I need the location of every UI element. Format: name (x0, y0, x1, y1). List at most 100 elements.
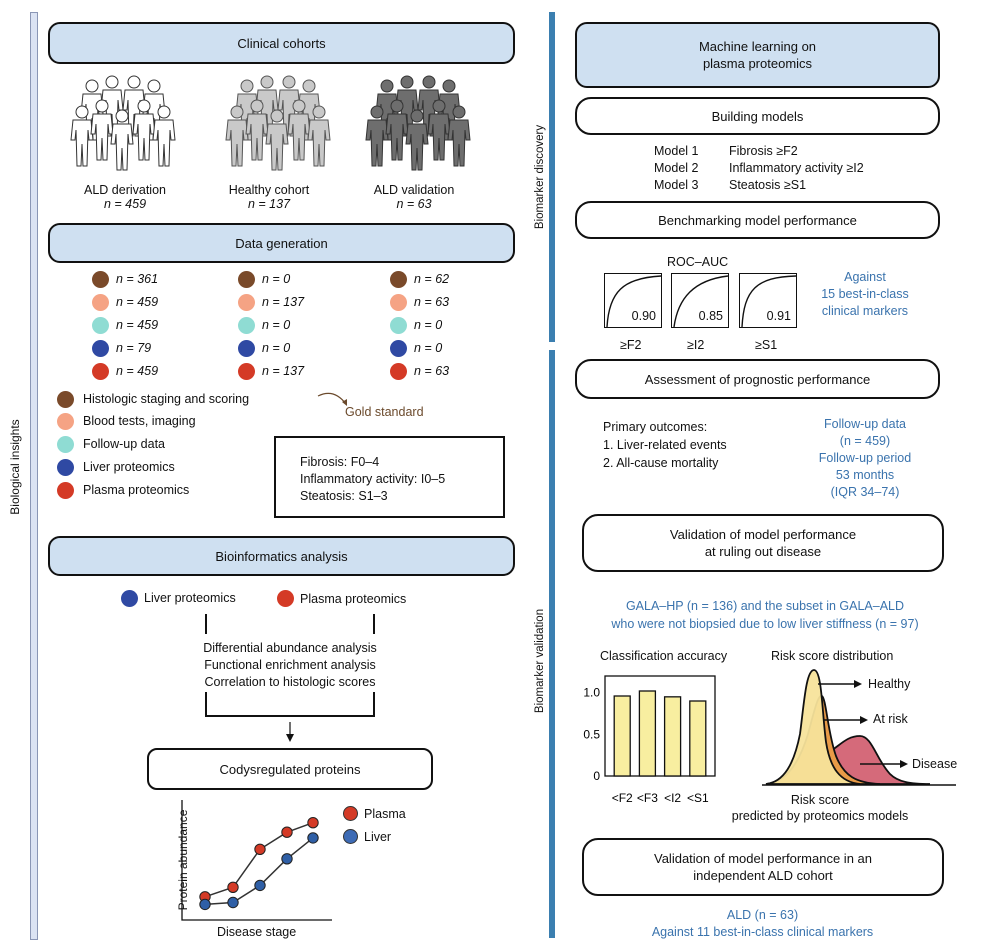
legend-label: Histologic staging and scoring (83, 392, 250, 406)
bioinformatics-header: Bioinformatics analysis (48, 536, 515, 576)
risk-x-label: Risk score predicted by proteomics model… (720, 792, 920, 824)
cohort-n: n = 137 (247, 197, 291, 211)
data-dot (390, 317, 407, 334)
liver-proteomics-dot (121, 590, 138, 607)
accuracy-ytick: 1.0 (583, 686, 600, 700)
data-dot (390, 294, 407, 311)
data-n-value: n = 459 (116, 364, 159, 378)
analysis-list: Differential abundance analysis Function… (180, 640, 400, 691)
plot-y-label: Protein abundance (176, 809, 190, 911)
accuracy-xtick: <I2 (664, 791, 681, 805)
plot-legend-plasma-dot (343, 806, 358, 821)
accuracy-xtick: <S1 (687, 791, 709, 805)
data-dot (92, 317, 109, 334)
independent-cohort-box: Validation of model performance in an in… (582, 838, 944, 896)
data-dot (92, 294, 109, 311)
accuracy-bar (689, 700, 707, 777)
data-dot (238, 317, 255, 334)
ald-line1: ALD (n = 63) (726, 908, 799, 922)
protein-abundance-plot (181, 800, 332, 921)
benchmarking-box: Benchmarking model performance (575, 201, 940, 239)
data-n-value: n = 459 (116, 318, 159, 332)
analysis-differential: Differential abundance analysis (203, 641, 377, 655)
series-point-plasma (227, 881, 239, 894)
series-point-plasma (254, 843, 266, 855)
series-point-liver (227, 896, 239, 909)
independent-line1: Validation of model performance in an (654, 851, 872, 866)
clinical-cohorts-header: Clinical cohorts (48, 22, 515, 64)
biological-insights-label: Biological insights (8, 419, 22, 515)
data-dot (238, 363, 255, 380)
independent-line2: independent ALD cohort (693, 868, 833, 883)
data-dot (238, 271, 255, 288)
score-fibrosis: Fibrosis: F0–4 (300, 455, 380, 469)
accuracy-bar (638, 690, 657, 777)
data-n-value: n = 0 (262, 272, 291, 286)
scores-box: Fibrosis: F0–4 Inflammatory activity: I0… (274, 436, 505, 518)
model-target: Steatosis ≥S1 (729, 178, 807, 192)
cohort-n: n = 63 (396, 197, 432, 211)
outcome-liver-events: 1. Liver-related events (603, 438, 727, 452)
model-name: Model 2 (654, 161, 699, 175)
roc-value: 0.91 (766, 309, 791, 323)
biomarker-discovery-label: Biomarker discovery (534, 124, 546, 230)
against-line3: clinical markers (821, 304, 909, 318)
roc-label: ≥F2 (620, 338, 642, 352)
validation-sidebar (549, 350, 555, 938)
accuracy-bar (613, 695, 631, 777)
roc-label: ≥S1 (755, 338, 778, 352)
data-n-value: n = 0 (414, 318, 443, 332)
risk-x-line2: predicted by proteomics models (731, 809, 909, 823)
primary-outcomes: Primary outcomes: 1. Liver-related event… (603, 418, 727, 472)
data-n-value: n = 79 (116, 341, 152, 355)
ruling-out-line1: Validation of model performance (669, 527, 857, 542)
risk-label-disease: Disease (912, 757, 958, 771)
classification-accuracy-title: Classification accuracy (600, 649, 728, 663)
score-steatosis: Steatosis: S1–3 (300, 489, 388, 503)
model-name: Model 3 (654, 178, 699, 192)
followup-iqr: (IQR 34–74) (830, 485, 900, 499)
against-markers: Against 15 best-in-class clinical marker… (805, 269, 925, 320)
legend-dot (57, 482, 74, 499)
series-point-liver (307, 832, 319, 844)
model-target: Inflammatory activity ≥I2 (729, 161, 864, 175)
cohort-name: ALD derivation (84, 183, 166, 197)
prognostic-box: Assessment of prognostic performance (575, 359, 940, 399)
legend-label: Plasma proteomics (83, 483, 190, 497)
data-dot (390, 340, 407, 357)
roc-box: 0.91 (739, 273, 797, 328)
data-dot (390, 271, 407, 288)
analysis-bracket (205, 614, 375, 742)
cohort-name: Healthy cohort (228, 183, 310, 197)
data-dot (92, 363, 109, 380)
data-n-value: n = 0 (262, 341, 291, 355)
risk-distribution-title: Risk score distribution (771, 649, 894, 663)
followup-period: Follow-up period (818, 451, 912, 465)
cohort-figures (60, 70, 500, 180)
cohort-healthy: Healthy cohort n = 137 (199, 183, 339, 211)
roc-box: 0.90 (604, 273, 662, 328)
data-n-value: n = 0 (262, 318, 291, 332)
data-n-value: n = 361 (116, 272, 159, 286)
legend-dot (57, 436, 74, 453)
building-models-box: Building models (575, 97, 940, 135)
series-point-plasma (307, 817, 319, 829)
followup-info: Follow-up data (n = 459) Follow-up perio… (805, 416, 925, 501)
ml-title-line1: Machine learning on (698, 39, 817, 54)
data-n-value: n = 62 (414, 272, 450, 286)
model-name: Model 1 (654, 144, 699, 158)
ruling-out-line2: at ruling out disease (704, 544, 822, 559)
ml-title-line2: plasma proteomics (702, 56, 813, 71)
cohort-ald-validation: ALD validation n = 63 (344, 183, 484, 211)
accuracy-ytick: 0 (593, 769, 600, 783)
data-generation-header: Data generation (48, 223, 515, 263)
risk-label-healthy: Healthy (868, 677, 911, 691)
data-dot (92, 271, 109, 288)
analysis-correlation: Correlation to histologic scores (204, 675, 376, 689)
ruling-out-box: Validation of model performance at rulin… (582, 514, 944, 572)
legend-dot (57, 459, 74, 476)
data-n-value: n = 63 (414, 295, 450, 309)
accuracy-bar (663, 696, 682, 777)
against-line2: 15 best-in-class (821, 287, 909, 301)
gala-line2: who were not biopsied due to low liver s… (611, 617, 919, 631)
